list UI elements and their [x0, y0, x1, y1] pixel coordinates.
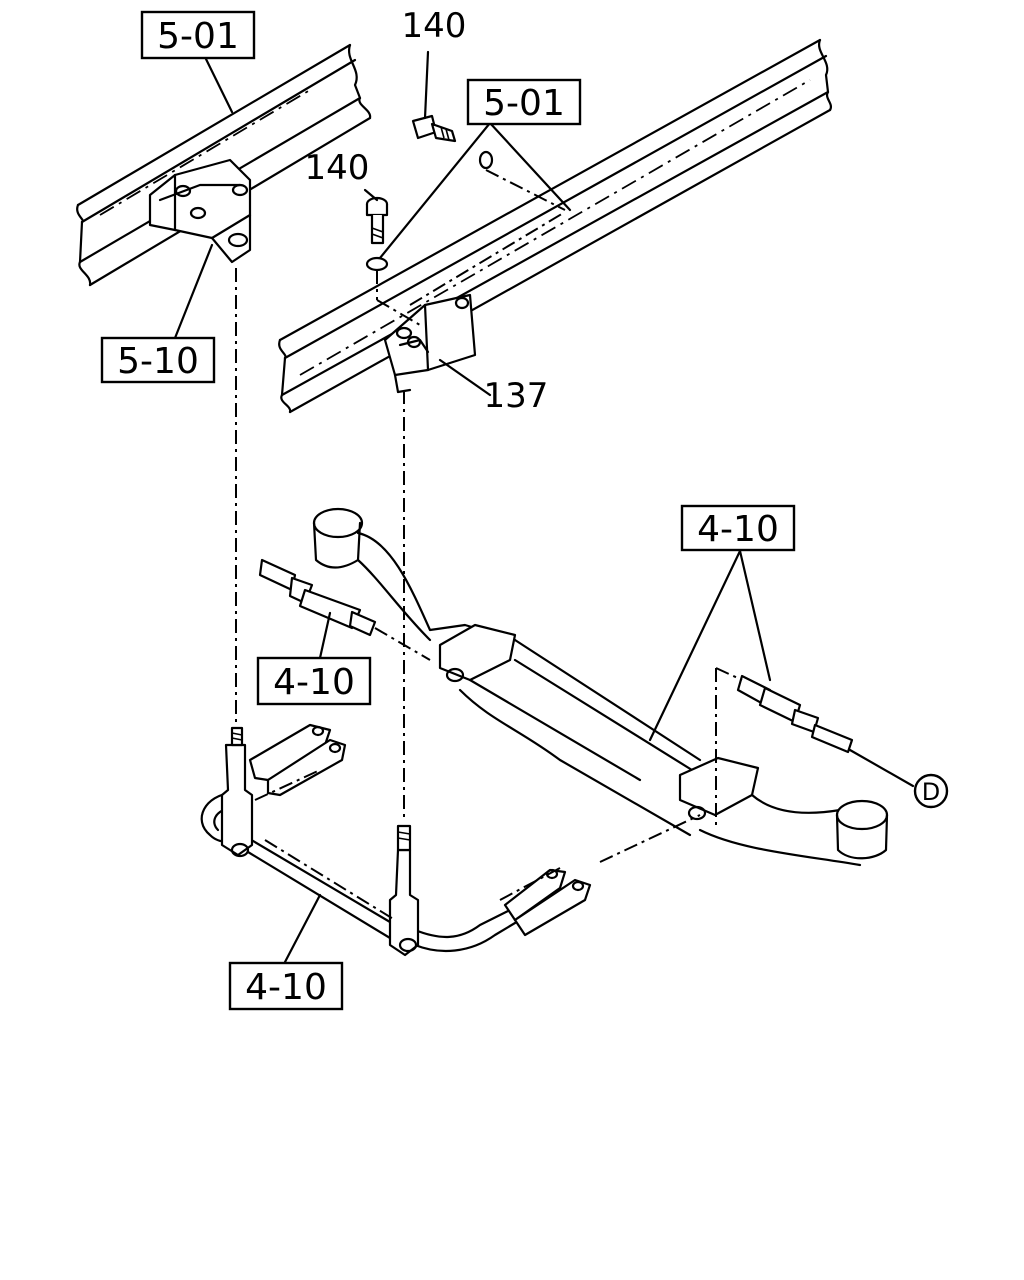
kingpin-right — [736, 674, 854, 754]
ref-box-501-top-right[interactable]: 5-01 — [466, 78, 582, 126]
washer-upper — [478, 150, 494, 170]
ref-501-top-right-label: 5-01 — [483, 83, 565, 124]
bolt-140-middle — [365, 196, 389, 245]
leader-lines — [173, 50, 915, 964]
part-number-137: 137 — [484, 376, 549, 416]
part-number-140-middle: 140 — [305, 148, 370, 188]
front-axle-beam — [312, 507, 889, 867]
stabilizer-bar — [200, 723, 592, 957]
ref-410-bottom-label: 4-10 — [245, 967, 327, 1008]
frame-bracket-137 — [383, 293, 477, 394]
washer-lower — [365, 256, 389, 272]
ref-box-510[interactable]: 5-10 — [100, 336, 216, 384]
frame-rail-right — [278, 38, 832, 414]
callout-d-label: D — [922, 778, 940, 806]
ref-box-501-top-left[interactable]: 5-01 — [140, 10, 256, 60]
part-number-140-top: 140 — [402, 6, 467, 46]
ref-box-410-bottom[interactable]: 4-10 — [228, 961, 344, 1011]
ref-410-left-label: 4-10 — [273, 662, 355, 703]
ref-box-410-left[interactable]: 4-10 — [256, 656, 372, 706]
kingpin-left — [258, 558, 377, 637]
ref-510-label: 5-10 — [117, 341, 199, 382]
ref-box-410-right[interactable]: 4-10 — [680, 504, 796, 552]
ref-410-right-label: 4-10 — [697, 509, 779, 550]
frame-bracket-left — [148, 158, 252, 264]
ref-501-top-left-label: 5-01 — [157, 16, 239, 57]
center-lines — [235, 169, 743, 921]
bolt-140-top — [411, 114, 457, 143]
callout-d[interactable]: D — [913, 773, 949, 809]
